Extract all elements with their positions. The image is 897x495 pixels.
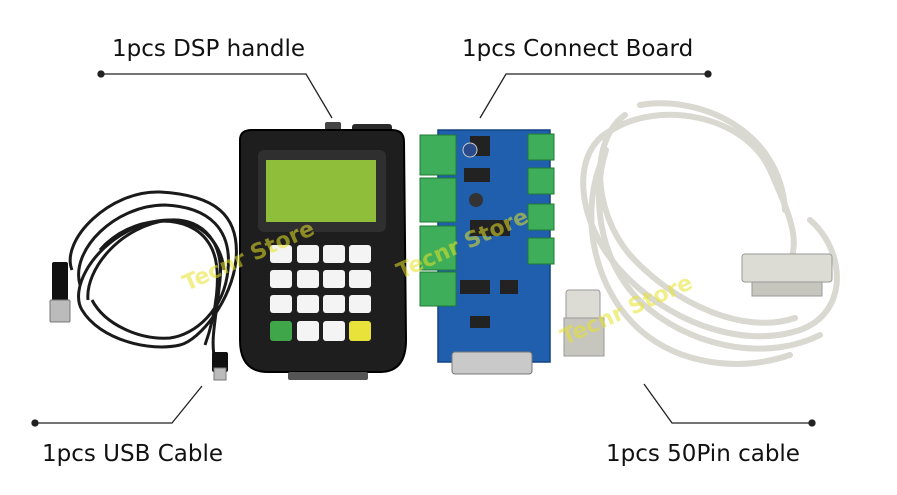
- callout-usb: [31, 385, 203, 427]
- lcd-screen: [266, 160, 376, 222]
- callout-dsp: [97, 70, 333, 119]
- label-connect-board: 1pcs Connect Board: [462, 36, 694, 62]
- callout-lines: [31, 70, 816, 427]
- label-usb-cable: 1pcs USB Cable: [42, 441, 223, 467]
- keypad: [270, 245, 371, 341]
- label-dsp-handle: 1pcs DSP handle: [112, 36, 306, 62]
- connect-board-image: [419, 129, 555, 375]
- db-connector-left: [563, 289, 605, 357]
- db-connector-right: [741, 253, 833, 297]
- label-50pin-cable: 1pcs 50Pin cable: [606, 441, 800, 467]
- pin-cable-image: [580, 100, 840, 367]
- callout-board: [479, 70, 712, 119]
- usb-connector-a: [49, 262, 71, 323]
- usb-connector-b: [212, 352, 228, 381]
- callout-50pin: [643, 383, 816, 427]
